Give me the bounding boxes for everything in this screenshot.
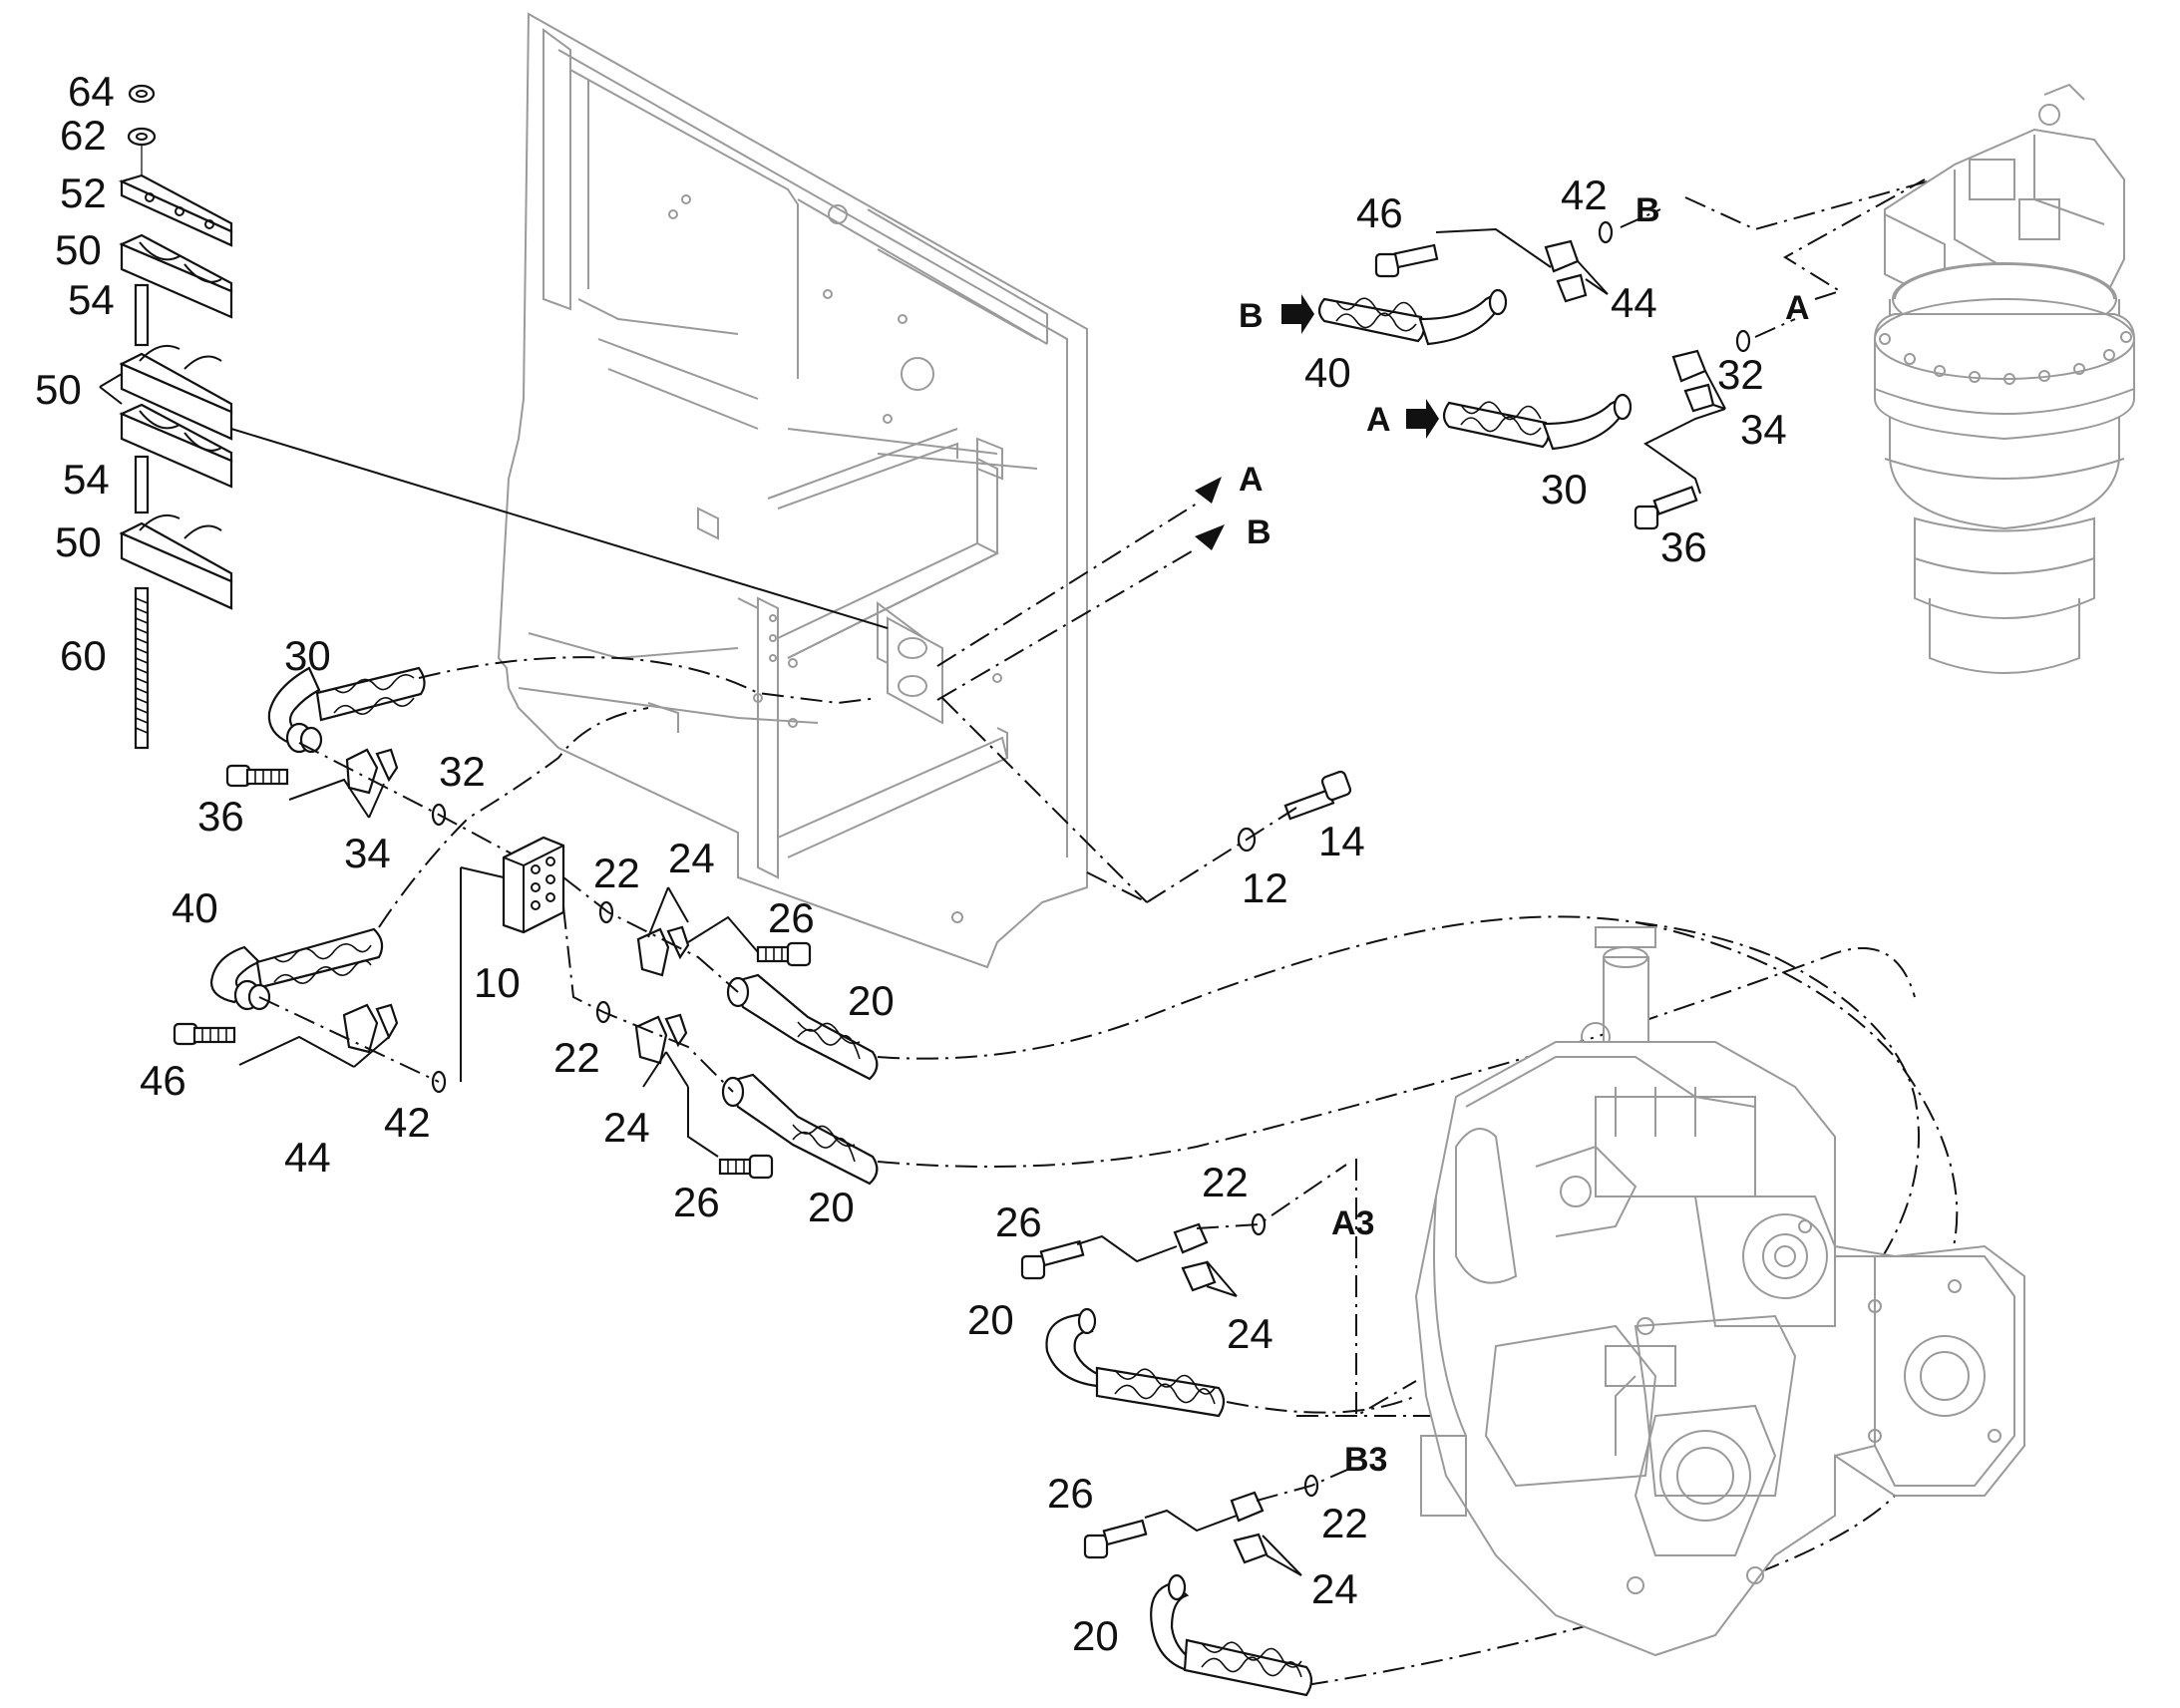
label-20-a3: 20 xyxy=(967,1296,1014,1343)
label-26-b3: 26 xyxy=(1047,1470,1094,1517)
label-36-left: 36 xyxy=(197,793,244,840)
label-64: 64 xyxy=(68,68,115,115)
label-30-right: 30 xyxy=(1541,466,1588,512)
label-30-left: 30 xyxy=(284,632,331,679)
hose-group-30-right xyxy=(1406,178,1926,530)
fitting-group-20-lower xyxy=(562,906,879,1186)
port-b-mid: B xyxy=(1247,513,1272,551)
pump-assembly xyxy=(1414,926,2025,1657)
mounting-bracket xyxy=(497,12,1088,969)
label-22-lower: 22 xyxy=(553,1034,600,1081)
hose-group-30-left xyxy=(225,666,520,858)
label-52: 52 xyxy=(60,170,107,216)
port-labels: A B B A B A A3 B3 xyxy=(1239,191,1810,1479)
label-54-low: 54 xyxy=(63,456,110,503)
bolt-26-b3 xyxy=(1083,1519,1148,1559)
port-a-mid: A xyxy=(1239,461,1264,499)
label-20-upper: 20 xyxy=(848,977,895,1024)
label-26-a3: 26 xyxy=(995,1198,1042,1245)
label-46-right: 46 xyxy=(1356,189,1403,236)
bolt-36-right xyxy=(1634,486,1698,530)
hose-group-20-b3 xyxy=(1083,1465,1357,1697)
washer-62 xyxy=(127,127,157,147)
label-46-left: 46 xyxy=(140,1057,186,1104)
bolt-26-upper xyxy=(756,941,812,967)
label-32-left: 32 xyxy=(439,748,486,795)
label-34-right: 34 xyxy=(1740,406,1787,453)
label-20-lower: 20 xyxy=(808,1184,855,1230)
hose-group-20-a3 xyxy=(1020,1159,1417,1418)
label-22-b3: 22 xyxy=(1321,1500,1368,1546)
bolt-26-lower xyxy=(718,1154,774,1180)
bolt-26-a3 xyxy=(1020,1239,1085,1280)
label-50-top: 50 xyxy=(55,226,102,273)
clamp-half-50-top xyxy=(119,233,233,319)
clamp-half-50-mid xyxy=(119,345,233,489)
pin-54-top xyxy=(134,283,150,347)
manifold-block-10 xyxy=(460,836,565,1082)
part-labels: 64 62 52 50 54 50 54 50 60 30 36 34 32 4… xyxy=(35,68,1787,1659)
label-42-right: 42 xyxy=(1561,171,1608,218)
label-10: 10 xyxy=(474,959,521,1006)
label-22-upper: 22 xyxy=(593,850,640,896)
label-50-bottom: 50 xyxy=(55,518,102,565)
label-34-left: 34 xyxy=(344,830,391,876)
arrow-b-in xyxy=(1281,294,1314,334)
label-50-mid: 50 xyxy=(35,366,82,413)
arrow-a-in xyxy=(1406,399,1439,439)
label-54-top: 54 xyxy=(68,276,115,323)
bolt-46-right xyxy=(1374,243,1439,278)
bolt-46-left xyxy=(173,1022,236,1046)
label-36-right: 36 xyxy=(1660,523,1707,570)
motor-bolts xyxy=(1879,331,2132,385)
clamp-stack xyxy=(99,84,889,750)
hose-group-40-right xyxy=(1281,178,1936,346)
label-32-right: 32 xyxy=(1717,351,1764,398)
clamp-half-50-bottom xyxy=(119,514,233,610)
label-14: 14 xyxy=(1318,818,1365,864)
label-24-upper: 24 xyxy=(668,835,715,881)
pin-54-low xyxy=(134,455,150,514)
label-60: 60 xyxy=(60,632,107,679)
port-a-in: A xyxy=(1366,401,1391,439)
label-40-right: 40 xyxy=(1304,349,1351,396)
travel-motor xyxy=(1874,83,2135,674)
port-b-top: B xyxy=(1635,191,1660,229)
hose-group-40-left xyxy=(173,707,649,1094)
bolt-36-left xyxy=(225,764,289,788)
stud-60 xyxy=(134,586,150,750)
routing-lines xyxy=(418,503,1959,1686)
bolt-14-washer-12 xyxy=(1146,770,1352,903)
label-22-a3: 22 xyxy=(1202,1159,1249,1205)
label-42-left: 42 xyxy=(384,1099,431,1146)
label-26-upper: 26 xyxy=(768,894,815,941)
label-24-a3: 24 xyxy=(1227,1310,1273,1357)
label-44-right: 44 xyxy=(1611,279,1657,326)
label-62: 62 xyxy=(60,112,107,159)
label-20-b3: 20 xyxy=(1072,1612,1119,1659)
label-44-left: 44 xyxy=(284,1134,331,1181)
label-12: 12 xyxy=(1242,864,1288,911)
fitting-group-20-upper xyxy=(562,876,879,1081)
cover-plate-52 xyxy=(118,173,233,247)
port-a3: A3 xyxy=(1331,1204,1374,1242)
label-26-lower: 26 xyxy=(673,1179,720,1225)
port-b3: B3 xyxy=(1344,1441,1387,1479)
label-24-b3: 24 xyxy=(1311,1565,1358,1612)
label-24-lower: 24 xyxy=(603,1104,650,1151)
label-40-left: 40 xyxy=(172,884,218,931)
port-a-top: A xyxy=(1785,289,1810,327)
port-b-in: B xyxy=(1239,297,1264,335)
port-arrows-mid xyxy=(1195,477,1225,550)
nut-64 xyxy=(128,84,156,104)
